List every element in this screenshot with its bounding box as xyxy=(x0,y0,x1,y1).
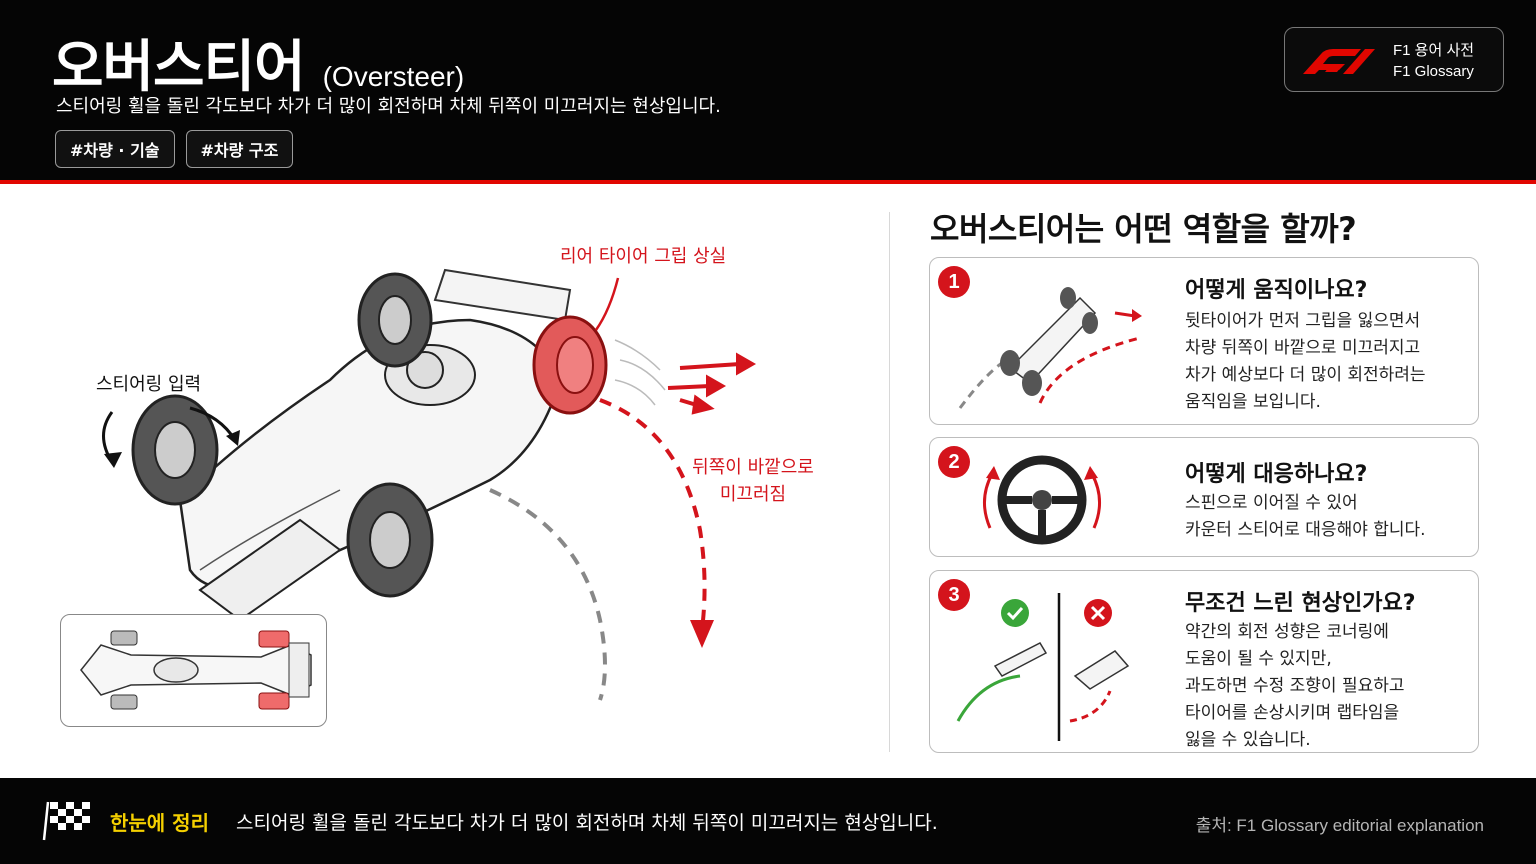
card-heading: 어떻게 대응하나요? xyxy=(1185,462,1368,487)
card-heading: 어떻게 움직이나요? xyxy=(1185,278,1368,303)
card-line: 차량 뒤쪽이 바깥으로 미끄러지고 xyxy=(1185,338,1421,358)
tag-vehicle-tech[interactable]: #차량 · 기술 xyxy=(55,130,175,168)
section-divider xyxy=(889,212,890,752)
card-number-badge: 2 xyxy=(938,446,970,478)
brand-badge: F1 용어 사전 F1 Glossary xyxy=(1284,27,1504,92)
page-title-english: (Oversteer) xyxy=(322,61,465,92)
footer-bar: 한눈에 정리 스티어링 휠을 돌린 각도보다 차가 더 많이 회전하며 차체 뒤… xyxy=(0,778,1536,864)
checkered-flag-icon xyxy=(42,801,90,841)
card-number-badge: 1 xyxy=(938,266,970,298)
summary-label: 한눈에 정리 xyxy=(110,811,209,835)
card-body: 스핀으로 이어질 수 있어 카운터 스티어로 대응해야 합니다. xyxy=(1185,490,1426,544)
car-top-view-drawing xyxy=(80,630,312,710)
card-number-badge: 3 xyxy=(938,579,970,611)
rear-grip-label: 리어 타이어 그립 상실 xyxy=(560,246,727,267)
card-line: 스핀으로 이어질 수 있어 xyxy=(1185,493,1358,513)
compare-good-bad-icon xyxy=(956,593,1130,741)
f1-logo-icon xyxy=(1303,49,1375,74)
rear-slide-label-line1: 뒤쪽이 바깥으로 xyxy=(692,457,814,478)
card-body: 약간의 회전 성향은 코너링에 도움이 될 수 있지만, 과도하면 수정 조향이… xyxy=(1185,619,1405,754)
card-line: 움직임을 보입니다. xyxy=(1185,392,1321,412)
brand-line-en: F1 Glossary xyxy=(1393,63,1474,80)
title-group: 오버스티어 (Oversteer) xyxy=(52,22,464,103)
panel-title: 오버스티어는 어떤 역할을 할까? xyxy=(930,210,1357,248)
brand-text: F1 용어 사전 F1 Glossary xyxy=(1393,40,1474,82)
car-oversteer-illustration xyxy=(102,268,757,701)
info-card-speed: 3 무조건 느린 현상인가요? 약간의 회전 성향은 코너링에 도움이 될 수 … xyxy=(929,570,1479,753)
card-line: 도움이 될 수 있지만, xyxy=(1185,649,1332,669)
tag-list: #차량 · 기술 #차량 구조 xyxy=(55,130,294,168)
source-credit: 출처: F1 Glossary editorial explanation xyxy=(1195,816,1484,835)
card-line: 잃을 수 있습니다. xyxy=(1185,730,1311,750)
card-line: 과도하면 수정 조향이 필요하고 xyxy=(1185,676,1405,696)
page-title: 오버스티어 xyxy=(52,35,306,100)
steering-wheel-icon xyxy=(983,455,1101,545)
card-line: 타이어를 손상시키며 랩타임을 xyxy=(1185,703,1400,723)
steering-input-label: 스티어링 입력 xyxy=(96,374,202,395)
header-bar: 오버스티어 (Oversteer) 스티어링 휠을 돌린 각도보다 차가 더 많… xyxy=(0,0,1536,180)
header-accent-line xyxy=(0,180,1536,184)
info-card-response: 2 어떻게 대응하나요? 스핀으로 이어질 수 있어 카운터 스티어로 대응해야… xyxy=(929,437,1479,557)
check-icon xyxy=(1001,599,1029,627)
info-card-movement: 1 어떻게 움직이나요? 뒷타이어가 먼저 그립을 잃으면서 차량 뒤쪽이 바깥… xyxy=(929,257,1479,425)
page-subtitle: 스티어링 휠을 돌린 각도보다 차가 더 많이 회전하며 차체 뒤쪽이 미끄러지… xyxy=(56,96,721,117)
card-line: 약간의 회전 성향은 코너링에 xyxy=(1185,622,1389,642)
car-sliding-icon xyxy=(958,287,1142,409)
card-line: 카운터 스티어로 대응해야 합니다. xyxy=(1185,520,1426,540)
card-heading: 무조건 느린 현상인가요? xyxy=(1185,591,1416,616)
car-top-view xyxy=(60,614,327,727)
rear-slide-label: 뒤쪽이 바깥으로 미끄러짐 xyxy=(678,454,828,508)
card-body: 뒷타이어가 먼저 그립을 잃으면서 차량 뒤쪽이 바깥으로 미끄러지고 차가 예… xyxy=(1185,308,1426,416)
tag-vehicle-structure[interactable]: #차량 구조 xyxy=(185,130,294,168)
card-line: 뒷타이어가 먼저 그립을 잃으면서 xyxy=(1185,311,1421,331)
rear-slide-label-line2: 미끄러짐 xyxy=(719,484,787,505)
card-line: 차가 예상보다 더 많이 회전하려는 xyxy=(1185,365,1426,385)
summary-text: 스티어링 휠을 돌린 각도보다 차가 더 많이 회전하며 차체 뒤쪽이 미끄러지… xyxy=(236,812,938,834)
brand-line-ko: F1 용어 사전 xyxy=(1393,42,1475,59)
